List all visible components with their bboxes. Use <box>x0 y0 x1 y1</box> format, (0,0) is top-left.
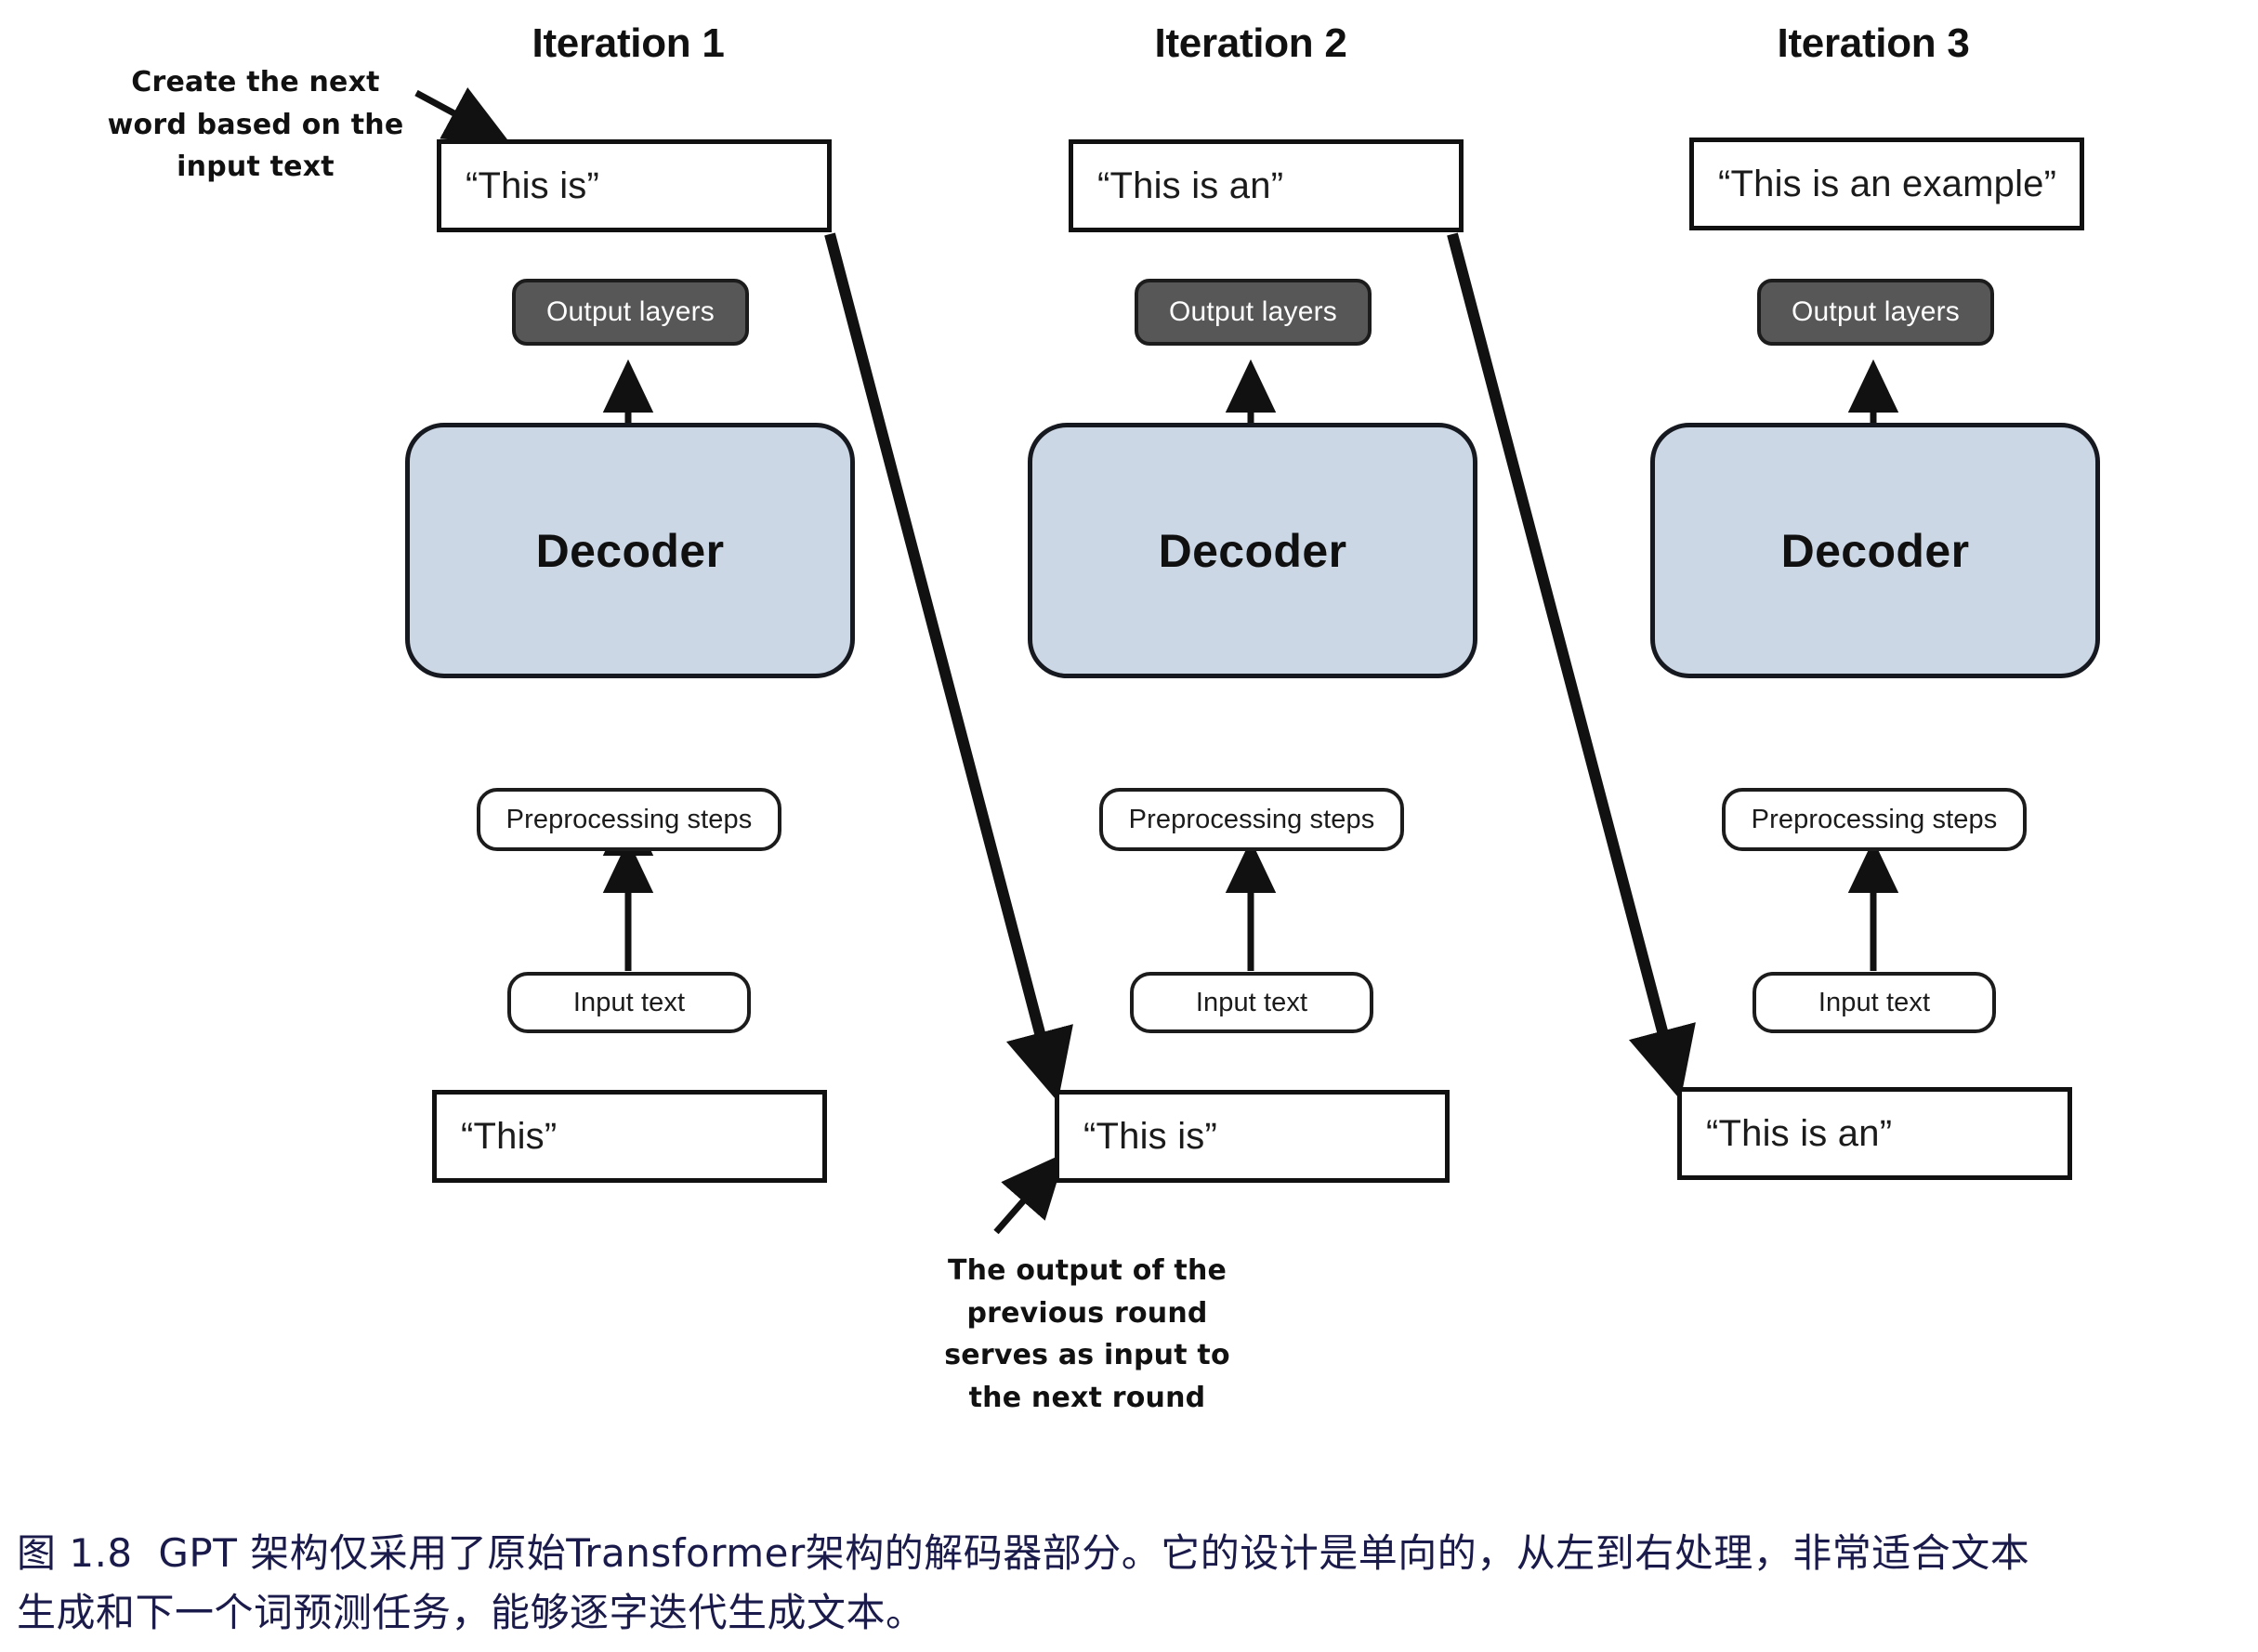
output-layers-box-iteration-1: Output layers <box>512 279 749 346</box>
annotation-line: previous round <box>966 1296 1208 1330</box>
carryover-arrow-2-to-3 <box>1447 232 1696 1100</box>
annotation-pointer-arrow <box>993 1152 1067 1235</box>
decoder-box-iteration-1: Decoder <box>405 423 855 678</box>
preprocessing-steps-box-iteration-2: Preprocessing steps <box>1099 788 1404 851</box>
input-text-box-iteration-3: Input text <box>1753 972 1996 1033</box>
input-string-box-iteration-3: “This is an” <box>1677 1087 2072 1180</box>
input-text-box-iteration-1: Input text <box>507 972 751 1033</box>
caption-line-2: 生成和下一个词预测任务，能够逐字迭代生成文本。 <box>17 1589 926 1635</box>
annotation-line: serves as input to <box>944 1339 1230 1372</box>
annotation-pointer-arrow-top <box>414 86 511 144</box>
carryover-arrow-1-to-2 <box>824 232 1073 1102</box>
output-text-box-iteration-2: “This is an” <box>1069 139 1464 232</box>
column-title-iteration-3: Iteration 3 <box>1777 20 1970 66</box>
output-layers-box-iteration-2: Output layers <box>1135 279 1372 346</box>
caption-line-1: 图 1.8 GPT 架构仅采用了原始Transformer架构的解码器部分。它的… <box>17 1530 2030 1576</box>
annotation-output-serves-as-input: The output of the previous round serves … <box>892 1250 1282 1419</box>
annotation-line: input text <box>177 151 335 184</box>
annotation-line: Create the next <box>131 66 380 98</box>
annotation-line: the next round <box>968 1381 1206 1414</box>
output-text-box-iteration-1: “This is” <box>437 139 832 232</box>
output-layers-box-iteration-3: Output layers <box>1757 279 1994 346</box>
annotation-line: word based on the <box>107 108 404 141</box>
column-title-iteration-2: Iteration 2 <box>1154 20 1347 66</box>
decoder-box-iteration-2: Decoder <box>1028 423 1477 678</box>
output-text-box-iteration-3: “This is an example” <box>1689 138 2084 230</box>
input-string-box-iteration-2: “This is” <box>1055 1090 1450 1183</box>
annotation-line: The output of the <box>947 1254 1227 1287</box>
column-title-iteration-1: Iteration 1 <box>532 20 725 66</box>
input-string-box-iteration-1: “This” <box>432 1090 827 1183</box>
figure-caption: 图 1.8 GPT 架构仅采用了原始Transformer架构的解码器部分。它的… <box>17 1524 2238 1643</box>
preprocessing-steps-box-iteration-1: Preprocessing steps <box>477 788 781 851</box>
annotation-create-next-word: Create the next word based on the input … <box>102 61 409 189</box>
decoder-box-iteration-3: Decoder <box>1650 423 2100 678</box>
input-text-box-iteration-2: Input text <box>1130 972 1373 1033</box>
preprocessing-steps-box-iteration-3: Preprocessing steps <box>1722 788 2027 851</box>
